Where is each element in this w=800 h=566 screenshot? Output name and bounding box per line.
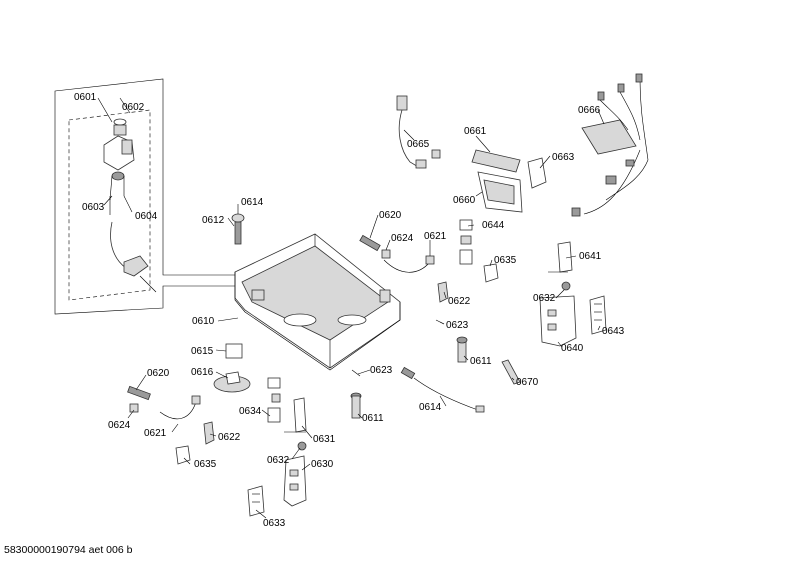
label-0602: 0602 <box>122 102 145 113</box>
cable-part-0614-bottom <box>400 366 485 413</box>
label-0621-top: 0621 <box>424 231 447 242</box>
label-0612: 0612 <box>202 215 225 226</box>
label-0620-top: 0620 <box>379 210 402 221</box>
base-tub-0610 <box>234 233 401 371</box>
label-0624-top: 0624 <box>391 233 414 244</box>
label-0616: 0616 <box>191 367 214 378</box>
label-0635-top: 0635 <box>494 255 517 266</box>
label-0663: 0663 <box>552 152 575 163</box>
water-valve-part <box>103 118 135 215</box>
label-0644: 0644 <box>482 220 505 231</box>
label-0623-top: 0623 <box>446 320 469 331</box>
label-0632-bottom: 0632 <box>267 455 290 466</box>
clip-part-0644 <box>459 219 473 265</box>
hinge-plate-part-0640 <box>539 295 577 347</box>
label-0604: 0604 <box>135 211 158 222</box>
hinge-part-0631 <box>284 397 307 433</box>
label-0622-top: 0622 <box>448 296 471 307</box>
hinge-plate-part-0630 <box>283 455 307 507</box>
strip-part-0670 <box>501 359 521 385</box>
label-0634: 0634 <box>239 406 262 417</box>
adjustable-foot-part-0612 <box>231 213 245 245</box>
label-0615: 0615 <box>191 346 214 357</box>
detail-box-0601 <box>54 78 241 315</box>
leader-lines <box>97 97 605 519</box>
label-0610: 0610 <box>192 316 215 327</box>
disc-part-0616 <box>213 371 251 393</box>
foot-part-0611-bottom <box>350 392 362 419</box>
label-0643: 0643 <box>602 326 625 337</box>
label-0611-top: 0611 <box>470 356 492 367</box>
spring-part-0633 <box>247 485 265 517</box>
label-0666: 0666 <box>578 105 601 116</box>
label-0670: 0670 <box>516 377 539 388</box>
label-0622-bottom: 0622 <box>218 432 241 443</box>
label-0603: 0603 <box>82 202 105 213</box>
hinge-part-0641 <box>548 241 573 273</box>
part-0632-right <box>561 281 571 291</box>
label-0623-bottom: 0623 <box>370 365 393 376</box>
cover-part-0660 <box>477 171 523 213</box>
cable-part-0620-bottom <box>127 385 151 413</box>
label-0635-bottom: 0635 <box>194 459 217 470</box>
part-0634 <box>267 377 281 423</box>
bracket-part-0663 <box>527 157 547 189</box>
part-labels: 0601 0602 0603 0604 0665 0661 0663 0666 … <box>74 92 625 529</box>
hook-part-0622-top <box>437 281 449 303</box>
label-0631: 0631 <box>313 434 336 445</box>
label-0621-bottom: 0621 <box>144 428 167 439</box>
clip-part-0615 <box>225 343 243 359</box>
detergent-dispenser-part-0661 <box>471 149 521 173</box>
spring-part-0643 <box>589 295 607 335</box>
clip-part-0624-top <box>381 249 391 259</box>
label-0611-bottom: 0611 <box>362 413 384 424</box>
hook-part-0622-bottom <box>203 421 215 445</box>
label-0641: 0641 <box>579 251 602 262</box>
label-0661: 0661 <box>464 126 487 137</box>
label-0614-top: 0614 <box>241 197 264 208</box>
label-0624-bottom: 0624 <box>108 420 131 431</box>
cable-part-0621-bottom <box>159 395 201 420</box>
foot-part-0611-top <box>456 336 468 363</box>
label-0614-bottom: 0614 <box>419 402 442 413</box>
power-cable-part-0665 <box>396 95 441 169</box>
label-0660: 0660 <box>453 195 476 206</box>
label-0630: 0630 <box>311 459 334 470</box>
screw-part-0623-bottom <box>351 369 361 377</box>
wiring-harness-part-0666 <box>571 73 649 217</box>
cable-part-0620-top <box>359 234 381 252</box>
clip-part-0635-bottom <box>175 445 191 465</box>
label-0665: 0665 <box>407 139 430 150</box>
label-0620-bottom: 0620 <box>147 368 170 379</box>
label-0640: 0640 <box>561 343 584 354</box>
cable-part-0621-top <box>383 255 435 273</box>
label-0633: 0633 <box>263 518 286 529</box>
drain-hose-part <box>110 221 157 293</box>
label-0632-top: 0632 <box>533 293 556 304</box>
label-0601: 0601 <box>74 92 97 103</box>
document-id-footer: 58300000190794 aet 006 b <box>4 544 133 556</box>
clip-part-0635-top <box>483 263 499 283</box>
